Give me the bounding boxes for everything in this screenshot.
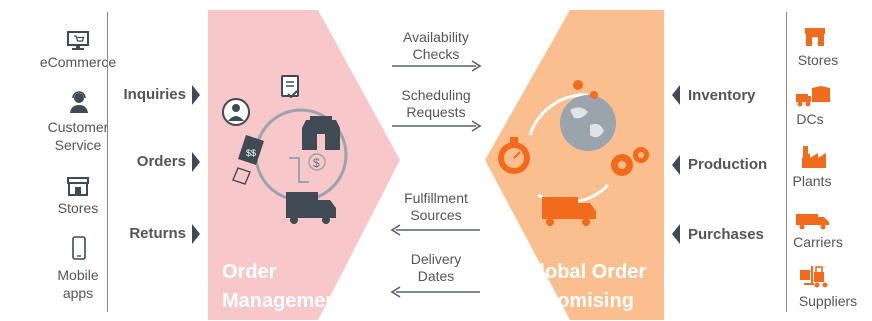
middle-arrows: [390, 60, 482, 298]
arrow-label-scheduling-requests: Scheduling Requests: [401, 87, 471, 120]
supply-label-purchases: Purchases: [688, 226, 764, 243]
truck-icon: [796, 212, 830, 235]
global-order-promising-illustration: [498, 80, 649, 226]
factory-icon: [801, 146, 827, 173]
global-order-promising-title: Global Order Promising: [523, 261, 647, 312]
arrow-label-availability-checks: Availability Checks: [403, 29, 469, 62]
order-management-shape: [208, 10, 400, 320]
flow-chevrons-left: [192, 85, 200, 244]
channel-label-ecommerce: eCommerce: [39, 54, 117, 70]
smartphone-icon: [72, 236, 86, 265]
channel-label-stores: Stores: [57, 200, 99, 216]
supply-node-label-suppliers: Suppliers: [798, 293, 858, 309]
forklift-icon: [800, 264, 830, 293]
supply-label-inventory: Inventory: [688, 87, 756, 104]
supply-label-production: Production: [688, 156, 768, 173]
order-management-illustration: $$ $: [222, 75, 348, 224]
svg-text:$: $: [313, 156, 320, 170]
supply-chevrons-right: [672, 85, 680, 244]
flow-label-inquiries: Inquiries: [123, 86, 186, 103]
headset-agent-icon: [69, 91, 89, 118]
arrow-label-fulfillment-sources: Fulfillment Sources: [404, 190, 468, 223]
channel-label-customer-service: Customer Service: [47, 119, 109, 153]
supply-node-label-dcs: DCs: [796, 111, 824, 127]
order-management-title: Order Management: [222, 261, 345, 312]
truck-warehouse-icon: [796, 86, 832, 113]
storefront-icon: [66, 176, 90, 201]
flow-label-returns: Returns: [129, 225, 186, 242]
supply-node-label-stores: Stores: [797, 52, 839, 68]
svg-text:$$: $$: [246, 148, 256, 158]
flow-label-orders: Orders: [136, 153, 186, 170]
global-order-promising-shape: [485, 10, 664, 320]
supply-node-label-plants: Plants: [792, 173, 832, 189]
store-icon: [804, 27, 826, 52]
right-divider: [786, 12, 787, 312]
channel-label-mobile-apps: Mobile apps: [57, 267, 99, 301]
monitor-cart-icon: [66, 31, 90, 56]
supply-node-label-carriers: Carriers: [793, 234, 843, 250]
arrow-label-delivery-dates: Delivery Dates: [410, 251, 462, 284]
left-divider: [107, 12, 108, 312]
